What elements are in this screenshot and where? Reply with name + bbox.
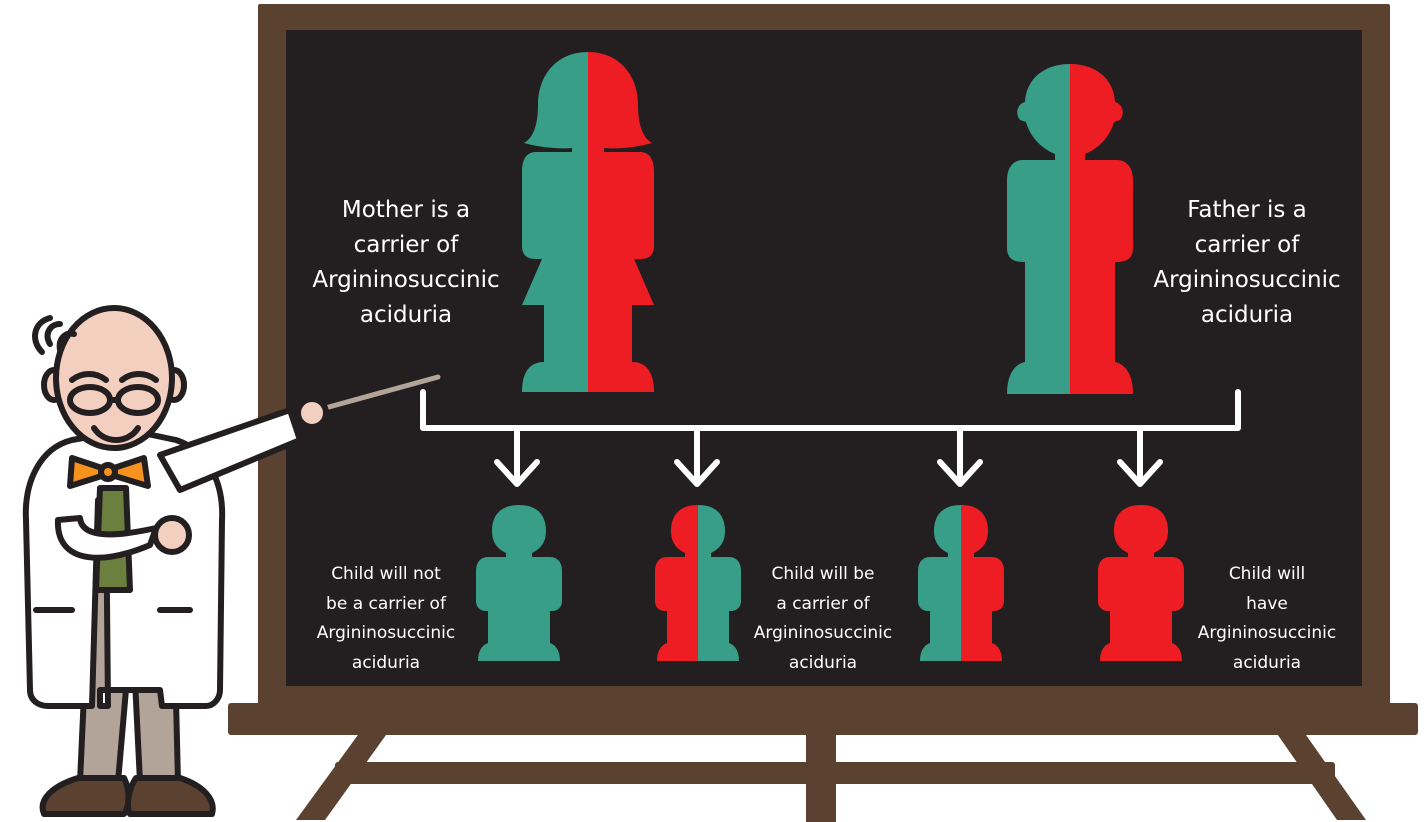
easel-legs (228, 703, 1418, 822)
child-label-line: aciduria (297, 649, 475, 679)
child-label-line: have (1176, 590, 1358, 620)
father-label-line: Father is a (1138, 193, 1356, 228)
father-label-line: aciduria (1138, 298, 1356, 333)
child-1-label: Child will not be a carrier of Argininos… (297, 560, 475, 678)
mother-label-line: Mother is a (297, 193, 515, 228)
child-label-line: aciduria (733, 649, 913, 679)
child-2-label: Child will be a carrier of Argininosucci… (733, 560, 913, 678)
child-label-line: Child will (1176, 560, 1358, 590)
child-label-line: Argininosuccinic (297, 619, 475, 649)
mother-label-line: carrier of (297, 228, 515, 263)
mother-label-line: Argininosuccinic (297, 263, 515, 298)
father-label: Father is a carrier of Argininosuccinic … (1138, 193, 1356, 333)
father-label-line: Argininosuccinic (1138, 263, 1356, 298)
father-figure-icon (1007, 64, 1133, 394)
child-label-line: aciduria (1176, 649, 1358, 679)
father-label-line: carrier of (1138, 228, 1356, 263)
child-label-line: be a carrier of (297, 590, 475, 620)
child-4-label: Child will have Argininosuccinic aciduri… (1176, 560, 1358, 678)
child-label-line: Child will not (297, 560, 475, 590)
mother-label-line: aciduria (297, 298, 515, 333)
child-label-line: Child will be (733, 560, 913, 590)
child-label-line: Argininosuccinic (733, 619, 913, 649)
child-label-line: a carrier of (733, 590, 913, 620)
child-label-line: Argininosuccinic (1176, 619, 1358, 649)
mother-label: Mother is a carrier of Argininosuccinic … (297, 193, 515, 333)
